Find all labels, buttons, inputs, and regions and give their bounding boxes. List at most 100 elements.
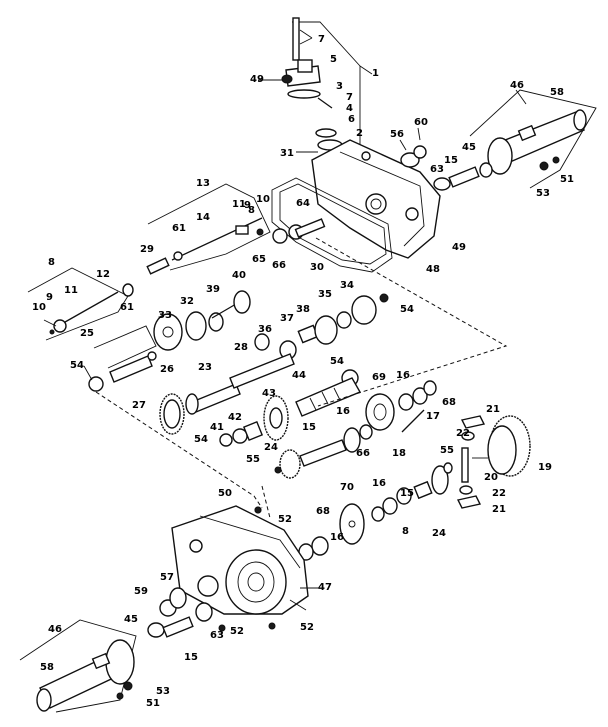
callout-label: 16 — [330, 532, 344, 543]
callout-label: 57 — [160, 572, 174, 583]
callout-label: 4 — [346, 103, 353, 114]
callout-label: 3 — [336, 81, 343, 92]
callout-label: 21 — [486, 404, 500, 415]
seals-68-16-lower — [298, 536, 329, 561]
callout-label: 45 — [462, 142, 476, 153]
callout-label: 52 — [278, 514, 292, 525]
shaft-44 — [295, 377, 362, 417]
gear-43 — [263, 395, 289, 441]
callout-label: 6 — [348, 114, 355, 125]
callout-label: 65 — [252, 254, 266, 265]
upper-housing — [311, 139, 441, 259]
callout-label: 8 — [402, 526, 409, 537]
callout-label: 55 — [440, 445, 454, 456]
callout-label: 39 — [206, 284, 220, 295]
bracket-shaft-assembly-13 — [147, 183, 271, 271]
right-axle-small-parts — [400, 145, 560, 191]
callout-label: 45 — [124, 614, 138, 625]
callout-label: 7 — [318, 34, 325, 45]
callout-label: 15 — [302, 422, 316, 433]
callout-label: 51 — [146, 698, 160, 709]
callout-label: 7 — [346, 92, 353, 103]
parts-20-21-22 — [456, 415, 486, 509]
small-parts-41-42-54 — [219, 420, 264, 447]
callout-label: 33 — [158, 310, 172, 321]
callout-label: 68 — [316, 506, 330, 517]
gear-27 — [159, 393, 185, 435]
callout-label: 36 — [258, 324, 272, 335]
callout-label: 38 — [296, 304, 310, 315]
callout-label: 28 — [234, 342, 248, 353]
callout-label: 70 — [340, 482, 354, 493]
callout-label: 14 — [196, 212, 210, 223]
shaft-25 — [88, 325, 157, 392]
callout-label: 15 — [184, 652, 198, 663]
callout-label: 58 — [40, 662, 54, 673]
callout-label: 19 — [538, 462, 552, 473]
shaft-assembly-8 — [43, 283, 134, 335]
left-axle-tube — [36, 639, 135, 712]
callout-label: 17 — [426, 411, 440, 422]
callout-label: 40 — [232, 270, 246, 281]
callout-label: 31 — [280, 148, 294, 159]
callout-label: 54 — [70, 360, 84, 371]
callout-label: 55 — [246, 454, 260, 465]
shaft-assembly-13 — [146, 217, 326, 275]
right-axle-tube — [487, 109, 587, 175]
callout-label: 66 — [356, 448, 370, 459]
callout-label: 47 — [318, 582, 332, 593]
callout-labels: 1235677449315660465845156353511391011814… — [32, 34, 574, 709]
callout-label: 34 — [340, 280, 354, 291]
callout-label: 49 — [250, 74, 264, 85]
shaft-15-group — [274, 424, 373, 479]
callout-label: 24 — [432, 528, 446, 539]
callout-label: 42 — [228, 412, 242, 423]
middle-gears — [153, 290, 389, 360]
callout-label: 9 — [244, 200, 251, 211]
callout-label: 23 — [198, 362, 212, 373]
callout-label: 58 — [550, 87, 564, 98]
callout-label: 15 — [444, 155, 458, 166]
leader-lines — [83, 29, 527, 589]
right-axle-bracket — [469, 89, 597, 189]
callout-label: 15 — [400, 488, 414, 499]
callout-label: 21 — [492, 504, 506, 515]
callout-label: 16 — [336, 406, 350, 417]
lower-housing — [171, 505, 309, 615]
callout-label: 54 — [330, 356, 344, 367]
callout-label: 66 — [272, 260, 286, 271]
callout-label: 1 — [372, 68, 379, 79]
callout-label: 26 — [160, 364, 174, 375]
callout-label: 9 — [46, 292, 53, 303]
callout-label: 8 — [48, 257, 55, 268]
callout-label: 29 — [140, 244, 154, 255]
callout-label: 5 — [330, 54, 337, 65]
ring-gear-19 — [487, 415, 531, 477]
left-axle-small-parts — [116, 506, 276, 700]
callout-label: 27 — [132, 400, 146, 411]
shafts-23-28 — [185, 353, 359, 415]
flange-69-group — [365, 380, 437, 433]
disc-70 — [339, 503, 365, 545]
callout-label: 51 — [560, 174, 574, 185]
callout-label: 54 — [400, 304, 414, 315]
callout-label: 24 — [264, 442, 278, 453]
callout-label: 11 — [232, 199, 246, 210]
callout-label: 16 — [372, 478, 386, 489]
top-shaft-parts — [281, 17, 343, 151]
callout-label: 60 — [414, 117, 428, 128]
callout-label: 18 — [392, 448, 406, 459]
callout-label: 59 — [134, 586, 148, 597]
callout-label: 46 — [510, 80, 524, 91]
callout-label: 13 — [196, 178, 210, 189]
callout-label: 53 — [536, 188, 550, 199]
callout-label: 11 — [64, 285, 78, 296]
callout-label: 52 — [230, 626, 244, 637]
callout-label: 61 — [120, 302, 134, 313]
left-axle-bracket — [19, 619, 137, 713]
callout-label: 53 — [156, 686, 170, 697]
callout-label: 44 — [292, 370, 306, 381]
callout-label: 10 — [32, 302, 46, 313]
